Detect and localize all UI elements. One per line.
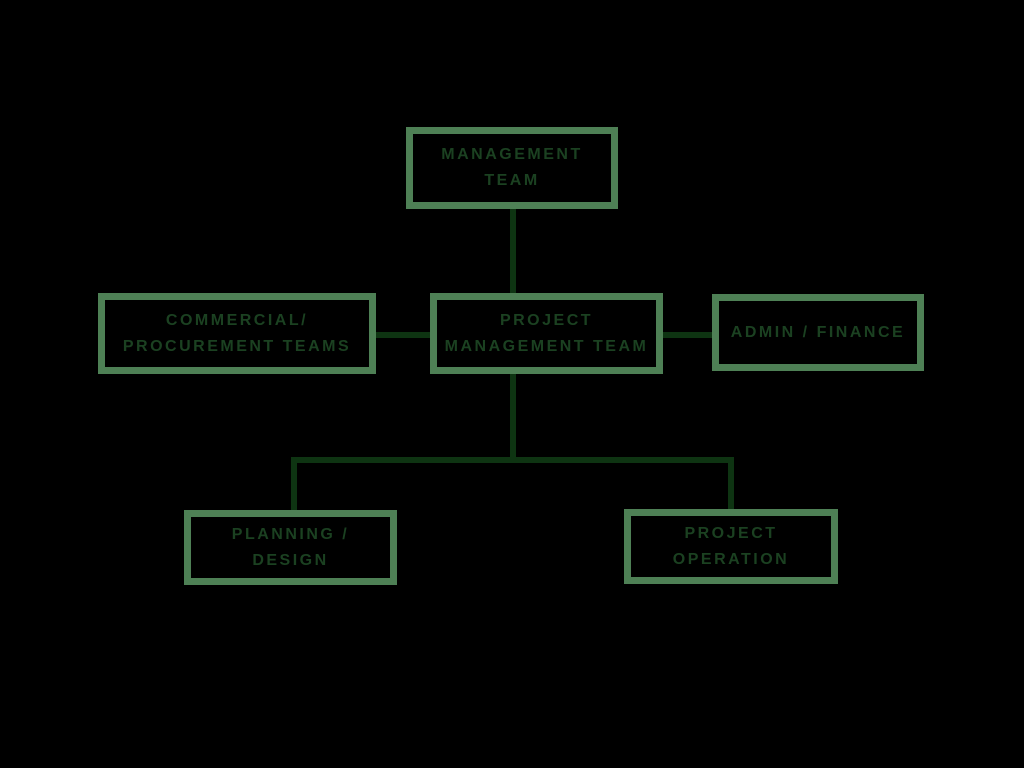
node-planning-design-label: PLANNING / DESIGN — [231, 525, 350, 569]
connector-branch-to-operation — [728, 457, 734, 509]
connector-commercial-to-project — [376, 332, 430, 338]
connector-project-to-branch — [510, 374, 516, 463]
connector-project-to-admin — [663, 332, 712, 338]
connector-branch-to-planning — [291, 457, 297, 510]
node-admin-finance-label: ADMIN / FINANCE — [730, 323, 906, 341]
connector-branch-horizontal — [291, 457, 734, 463]
node-planning-design: PLANNING / DESIGN — [184, 510, 397, 585]
connector-management-to-project — [510, 209, 516, 293]
node-commercial-procurement-teams-label: COMMERCIAL/ PROCUREMENT TEAMS — [122, 311, 352, 355]
node-project-operation: PROJECT OPERATION — [624, 509, 838, 584]
node-management-team: MANAGEMENT TEAM — [406, 127, 618, 209]
node-project-operation-label: PROJECT OPERATION — [672, 524, 790, 568]
node-project-management-team: PROJECT MANAGEMENT TEAM — [430, 293, 663, 374]
node-management-team-label: MANAGEMENT TEAM — [441, 146, 583, 189]
node-project-management-team-label: PROJECT MANAGEMENT TEAM — [444, 311, 649, 355]
node-commercial-procurement-teams: COMMERCIAL/ PROCUREMENT TEAMS — [98, 293, 376, 374]
node-admin-finance: ADMIN / FINANCE — [712, 294, 924, 371]
